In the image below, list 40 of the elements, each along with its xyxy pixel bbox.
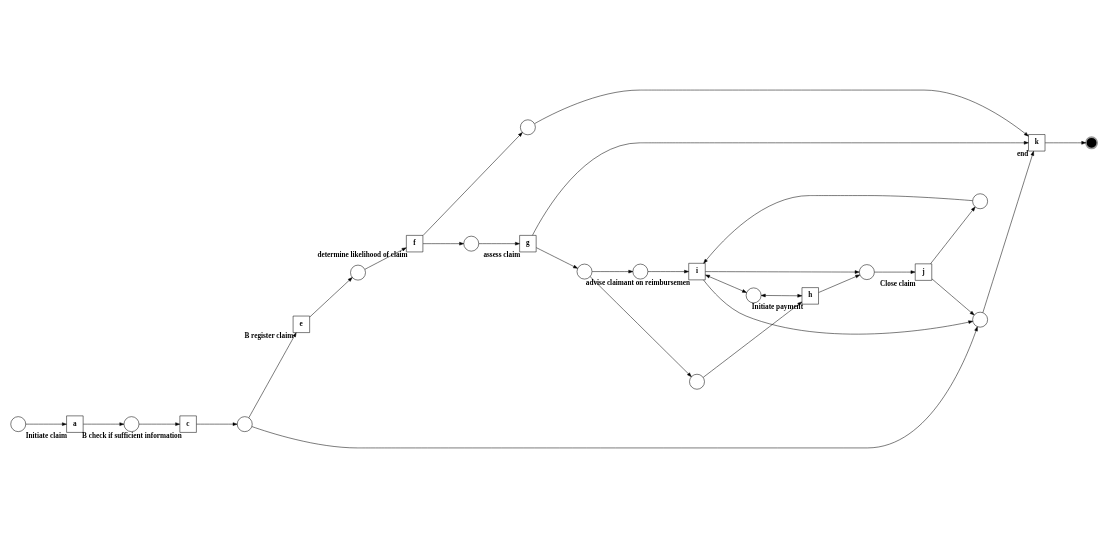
node-circle bbox=[859, 263, 875, 280]
arrow bbox=[705, 269, 860, 274]
node-circle bbox=[1085, 135, 1099, 149]
arrow bbox=[703, 279, 974, 334]
arrow bbox=[478, 241, 520, 245]
arrow bbox=[931, 278, 975, 315]
node-circle bbox=[632, 263, 649, 279]
arrow bbox=[25, 421, 67, 426]
arrow bbox=[422, 131, 523, 236]
arrow bbox=[83, 421, 125, 426]
node-circle bbox=[237, 415, 253, 432]
arrow bbox=[422, 241, 464, 245]
arrow bbox=[138, 421, 180, 426]
arrow bbox=[647, 269, 689, 273]
arrow bbox=[760, 293, 803, 297]
arrow bbox=[874, 269, 916, 274]
arrow bbox=[930, 206, 976, 264]
arrow bbox=[196, 421, 238, 426]
arrow bbox=[251, 326, 978, 448]
arrow bbox=[702, 301, 803, 378]
node-circle bbox=[576, 263, 593, 279]
arrow bbox=[364, 247, 407, 270]
arrow bbox=[536, 246, 578, 269]
arrow bbox=[705, 274, 747, 293]
node-circle bbox=[745, 287, 762, 303]
arrow bbox=[248, 331, 297, 418]
arrow bbox=[534, 89, 1029, 136]
arrow bbox=[703, 194, 973, 264]
arrow bbox=[1044, 140, 1087, 145]
node-circle bbox=[10, 415, 26, 432]
node-circle bbox=[350, 264, 366, 280]
node-circle bbox=[463, 235, 479, 251]
arrow bbox=[591, 269, 634, 273]
arrow bbox=[818, 274, 861, 293]
arrow bbox=[589, 275, 692, 377]
arrow bbox=[982, 150, 1034, 313]
arrow bbox=[309, 276, 353, 317]
node-circle bbox=[123, 415, 140, 432]
arrow bbox=[532, 140, 1029, 235]
node-circle bbox=[972, 311, 988, 327]
